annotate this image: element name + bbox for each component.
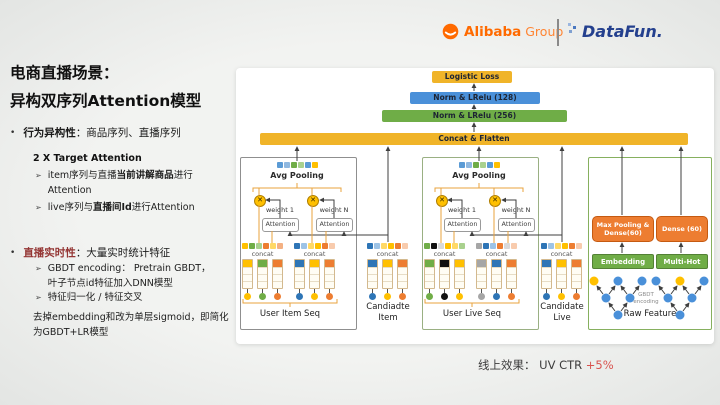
list-item-text: 特征归一化 / 特征交叉 (47, 292, 143, 303)
bullet-realtime: • 直播实时性：大量实时统计特征 (10, 246, 230, 261)
concat-label: concat (433, 250, 456, 258)
list-item-text: GBDT encoding： Pretrain GBDT，叶子节点id特征加入D… (47, 263, 211, 289)
footnote-simplify: 去掉embedding和改为单层sigmoid，即简化为GBDT+LR模型 (33, 312, 229, 339)
raw-feature-group-box (588, 157, 712, 330)
user-item-seq-label: User Item Seq (259, 309, 321, 319)
attention-box: Attention (444, 218, 481, 232)
feature-squares (294, 243, 335, 249)
user-live-seq-group-box (422, 157, 539, 330)
pooled-vector-squares (277, 162, 318, 168)
multiply-node: ✕ (307, 195, 319, 207)
feature-squares (424, 243, 465, 249)
online-result-text: 线上效果： UV CTR +5% (478, 358, 614, 372)
arrow-bullet-icon: ➢ (35, 203, 42, 212)
user-item-seq-group-box (240, 157, 357, 330)
dense-box: Dense (60) (656, 216, 708, 242)
subheading-target-attention: 2 X Target Attention (33, 153, 142, 164)
title-line-1: 电商直播场景： (10, 64, 119, 82)
page-title: 电商直播场景： 异构双序列Attention模型 (10, 60, 235, 116)
concat-label: concat (303, 250, 326, 258)
arrow-bullet-icon: ➢ (35, 293, 42, 302)
bullet-dot-icon: • (10, 248, 16, 258)
alibaba-smiley-icon (442, 23, 459, 40)
concat-group-live-1: concat (424, 243, 465, 301)
list-item-attention-2: ➢ live序列与直播间Id进行Attention (35, 201, 220, 216)
max-pooling-dense-box: Max Pooling & Dense(60) (592, 216, 654, 242)
feature-squares (541, 243, 582, 249)
norm-lrelu-256-box: Norm & LRelu (256) (382, 110, 567, 122)
list-item-gbdt: ➢ GBDT encoding： Pretrain GBDT，叶子节点id特征加… (35, 262, 217, 291)
embedding-box: Embedding (592, 254, 654, 269)
bullet-behavior: • 行为异构性：商品序列、直播序列 (10, 126, 230, 141)
norm-lrelu-128-box: Norm & LRelu (128) (410, 92, 540, 104)
multiply-node: ✕ (489, 195, 501, 207)
concat-group-item-2: concat (294, 243, 335, 301)
datafun-logo: DataFun. (568, 22, 663, 41)
avg-pooling-label: Avg Pooling (270, 171, 324, 180)
list-item-feature: ➢ 特征归一化 / 特征交叉 (35, 291, 217, 306)
datafun-wordmark: DataFun. (582, 22, 663, 41)
arrow-bullet-icon: ➢ (35, 264, 42, 273)
candidate-live-label: Candidate Live (540, 302, 584, 324)
alibaba-group-text: Group (525, 24, 564, 39)
feature-squares (242, 243, 283, 249)
alibaba-logo: Alibaba Group (441, 22, 563, 41)
attention-box: Attention (316, 218, 353, 232)
list-item-attention-1: ➢ item序列与直播当前讲解商品进行 Attention (35, 169, 213, 198)
pooled-vector-squares (459, 162, 500, 168)
arrow-bullet-icon: ➢ (35, 171, 42, 180)
list-item-text: item序列与直播当前讲解商品进行 Attention (47, 170, 193, 196)
feature-columns (541, 259, 582, 301)
concat-label: concat (251, 250, 274, 258)
bullet-realtime-text: 直播实时性：大量实时统计特征 (23, 247, 171, 259)
datafun-pixels-icon (568, 23, 576, 33)
title-line-2: 异构双序列Attention模型 (10, 91, 202, 110)
concat-group-candidate-live: concat (541, 243, 582, 301)
weight-1-label: weight 1 (265, 206, 295, 214)
feature-columns (294, 259, 335, 301)
bullet-dot-icon: • (10, 128, 16, 138)
uv-ctr-delta: +5% (585, 358, 614, 372)
candidate-item-label: Candiadte Item (366, 302, 410, 324)
concat-label: concat (550, 250, 573, 258)
avg-pooling-label: Avg Pooling (452, 171, 506, 180)
feature-squares (367, 243, 408, 249)
concat-group-candidate-item: concat (367, 243, 408, 301)
feature-columns (242, 259, 283, 301)
raw-feature-label: Raw Feature (623, 309, 677, 319)
attention-box: Attention (262, 218, 299, 232)
gbdt-encoding-label: GBDT encoding (633, 292, 659, 306)
multi-hot-box: Multi-Hot (656, 254, 708, 269)
alibaba-wordmark: Alibaba (464, 23, 522, 40)
concat-label: concat (485, 250, 508, 258)
feature-squares (476, 243, 517, 249)
feature-columns (367, 259, 408, 301)
concat-label: concat (376, 250, 399, 258)
concat-group-live-2: concat (476, 243, 517, 301)
feature-columns (476, 259, 517, 301)
bullet-behavior-text: 行为异构性：商品序列、直播序列 (23, 127, 181, 139)
logistic-loss-box: Logistic Loss (432, 71, 512, 83)
weight-n-label: weight N (501, 206, 531, 214)
user-live-seq-label: User Live Seq (442, 309, 502, 319)
feature-columns (424, 259, 465, 301)
weight-1-label: weight 1 (447, 206, 477, 214)
list-item-text: live序列与直播间Id进行Attention (47, 202, 195, 213)
concat-group-item-1: concat (242, 243, 283, 301)
logo-divider (557, 19, 559, 46)
concat-flatten-bar: Concat & Flatten (260, 133, 688, 145)
weight-n-label: weight N (319, 206, 349, 214)
attention-box: Attention (498, 218, 535, 232)
